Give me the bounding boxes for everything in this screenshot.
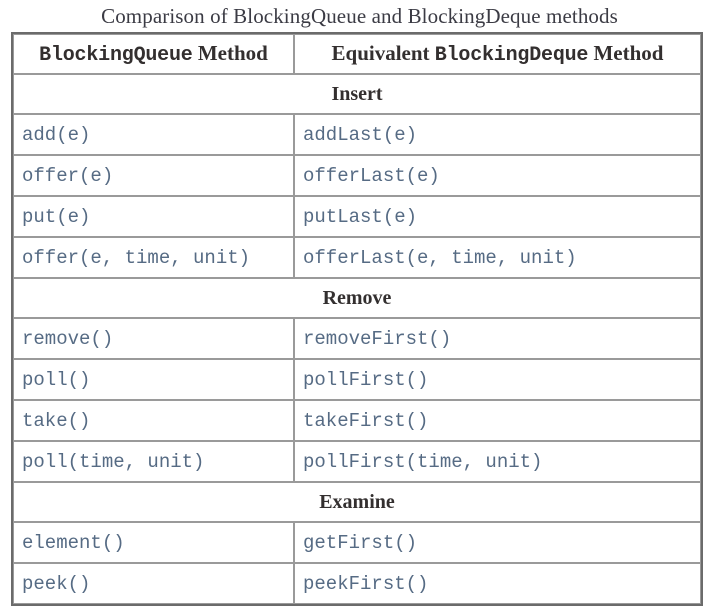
table-head: BlockingQueue Method Equivalent Blocking… bbox=[13, 34, 701, 74]
table-row: element() getFirst() bbox=[13, 522, 701, 563]
section-title: Remove bbox=[13, 278, 701, 318]
column-header-mono-1: BlockingQueue bbox=[39, 44, 193, 67]
section-title: Examine bbox=[13, 482, 701, 522]
deque-method: putLast(e) bbox=[294, 196, 701, 237]
queue-method: add(e) bbox=[13, 114, 294, 155]
table-header-row: BlockingQueue Method Equivalent Blocking… bbox=[13, 34, 701, 74]
deque-method: addLast(e) bbox=[294, 114, 701, 155]
table-row: poll(time, unit) pollFirst(time, unit) bbox=[13, 441, 701, 482]
deque-method: offerLast(e, time, unit) bbox=[294, 237, 701, 278]
table-body: Insert add(e) addLast(e) offer(e) offerL… bbox=[13, 74, 701, 604]
section-title: Insert bbox=[13, 74, 701, 114]
table-row: add(e) addLast(e) bbox=[13, 114, 701, 155]
column-header-prefix-2: Equivalent bbox=[331, 41, 435, 65]
deque-method: offerLast(e) bbox=[294, 155, 701, 196]
deque-method: takeFirst() bbox=[294, 400, 701, 441]
queue-method: offer(e) bbox=[13, 155, 294, 196]
table-row: put(e) putLast(e) bbox=[13, 196, 701, 237]
comparison-table: BlockingQueue Method Equivalent Blocking… bbox=[11, 32, 703, 606]
comparison-table-container: BlockingQueue Method Equivalent Blocking… bbox=[11, 32, 703, 606]
table-row: offer(e) offerLast(e) bbox=[13, 155, 701, 196]
deque-method: pollFirst() bbox=[294, 359, 701, 400]
deque-method: pollFirst(time, unit) bbox=[294, 441, 701, 482]
table-row: take() takeFirst() bbox=[13, 400, 701, 441]
deque-method: peekFirst() bbox=[294, 563, 701, 604]
deque-method: removeFirst() bbox=[294, 318, 701, 359]
deque-method: getFirst() bbox=[294, 522, 701, 563]
section-header-insert: Insert bbox=[13, 74, 701, 114]
queue-method: element() bbox=[13, 522, 294, 563]
queue-method: poll() bbox=[13, 359, 294, 400]
table-row: offer(e, time, unit) offerLast(e, time, … bbox=[13, 237, 701, 278]
table-row: remove() removeFirst() bbox=[13, 318, 701, 359]
queue-method: take() bbox=[13, 400, 294, 441]
table-caption: Comparison of BlockingQueue and Blocking… bbox=[101, 4, 618, 28]
queue-method: put(e) bbox=[13, 196, 294, 237]
column-header-mono-2: BlockingDeque bbox=[434, 44, 589, 67]
table-row: poll() pollFirst() bbox=[13, 359, 701, 400]
queue-method: peek() bbox=[13, 563, 294, 604]
table-row: peek() peekFirst() bbox=[13, 563, 701, 604]
section-header-examine: Examine bbox=[13, 482, 701, 522]
queue-method: poll(time, unit) bbox=[13, 441, 294, 482]
column-header-blockingdeque: Equivalent BlockingDeque Method bbox=[294, 34, 701, 74]
column-header-suffix-2: Method bbox=[588, 41, 664, 65]
column-header-blockingqueue: BlockingQueue Method bbox=[13, 34, 294, 74]
section-header-remove: Remove bbox=[13, 278, 701, 318]
queue-method: remove() bbox=[13, 318, 294, 359]
column-header-suffix-1: Method bbox=[192, 41, 268, 65]
queue-method: offer(e, time, unit) bbox=[13, 237, 294, 278]
